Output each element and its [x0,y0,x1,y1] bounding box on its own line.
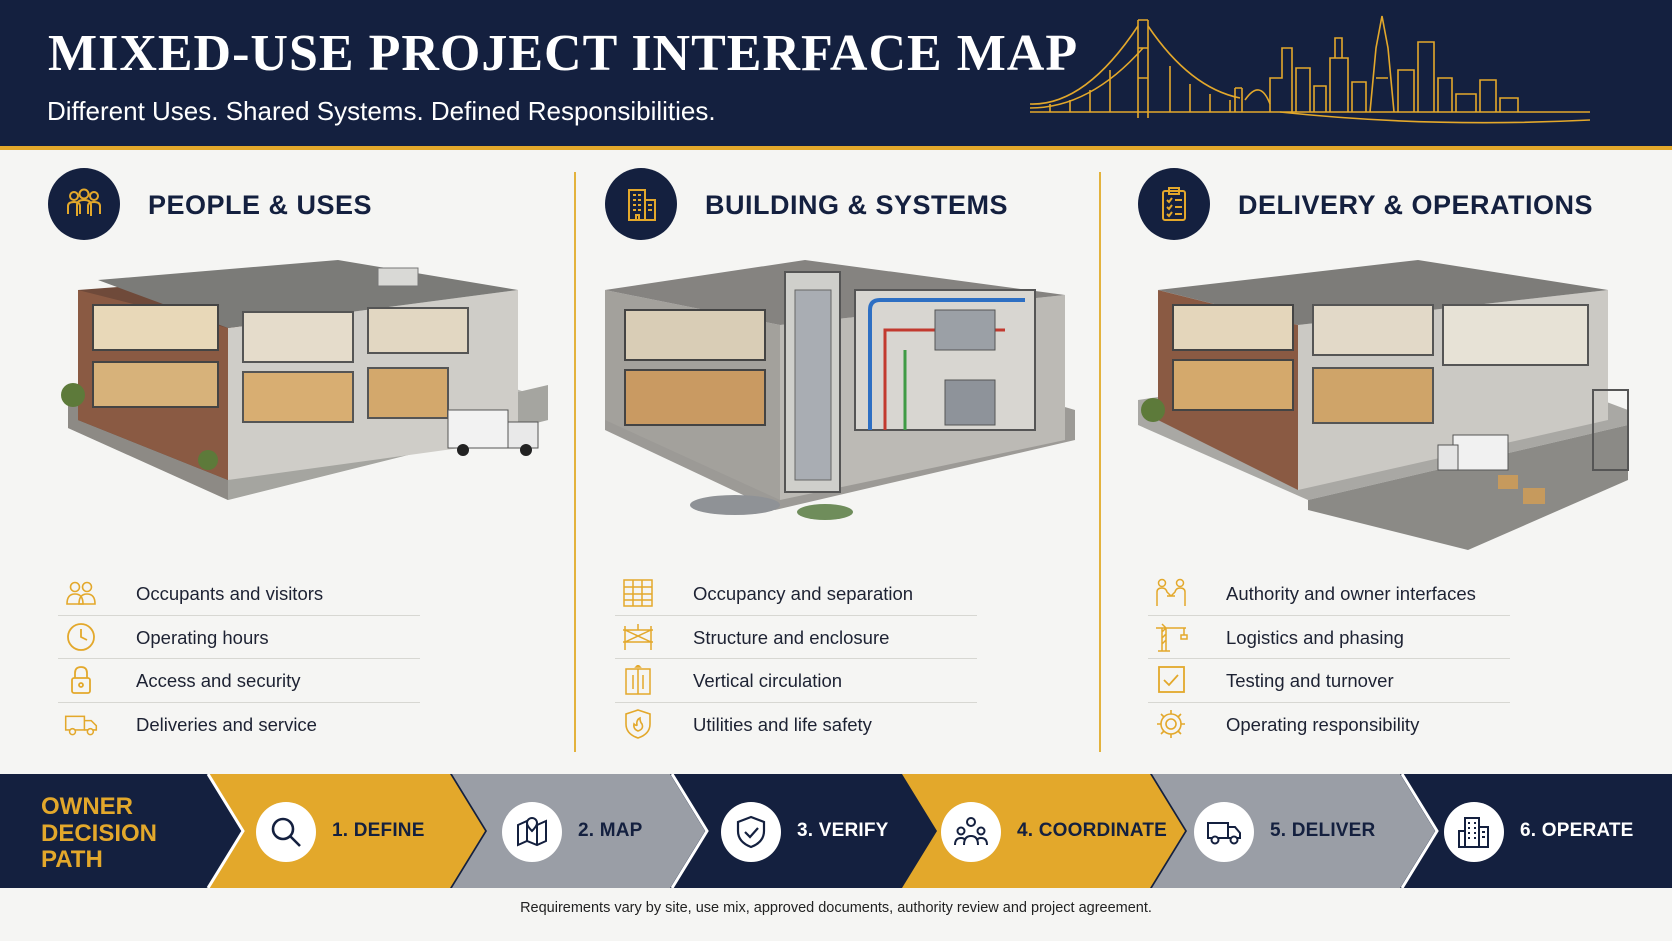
step-icon-circle [502,802,562,862]
list-item: Logistics and phasing [1148,616,1510,659]
truck-icon [1207,822,1241,845]
list-item-label: Vertical circulation [693,670,843,691]
clipboard-checklist-icon [1138,168,1210,240]
step-chevron [452,774,705,888]
column-header: DELIVERY & OPERATIONS [1138,168,1658,240]
step-label: 2. MAP [578,820,643,841]
list-item-label: Operating responsibility [1226,713,1420,735]
footer-disclaimer: Requirements vary by site, use mix, appr… [520,900,1152,916]
building-icon [1458,817,1489,848]
list-item-label: Deliveries and service [136,713,317,735]
step-label: 4. COORDINATE [1017,820,1168,841]
list-item-label: Operating hours [136,626,269,648]
grid-plan-icon [623,579,653,607]
building-icon [605,168,677,240]
column-building-systems: BUILDING & SYSTEMS Occupancy and separat… [605,150,1115,770]
list-item: Access and security [58,659,420,703]
column-people-uses: PEOPLE & USES Occupants and vi [48,150,568,770]
list-item-label: Occupancy and separation [693,583,914,604]
crane-icon [1156,622,1188,652]
step-icon-circle [721,802,781,862]
column-title: DELIVERY & OPERATIONS [1238,190,1594,220]
people-group-icon [48,168,120,240]
column-title: PEOPLE & USES [148,190,373,220]
list-item-label: Utilities and life safety [693,713,872,735]
handshake-people-icon [1156,578,1186,606]
owner-decision-path-label: OWNER DECISION PATH [41,793,158,873]
page-subtitle: Different Uses. Shared Systems. Defined … [47,96,716,126]
step-label: 5. DELIVER [1270,820,1376,841]
list-item: Occupancy and separation [615,572,977,616]
header-banner: MIXED-USE PROJECT INTERFACE MAP Differen… [0,0,1672,150]
list-item: Testing and turnover [1148,659,1510,703]
item-list: Occupants and visitors Operating hours A… [58,572,420,746]
step-icon-circle [256,802,316,862]
truck-icon [64,715,98,735]
step-chevron [672,774,935,888]
list-item: Utilities and life safety [615,703,977,747]
list-item-label: Structure and enclosure [693,626,890,648]
step-icon-circle [941,802,1001,862]
list-item: Vertical circulation [615,659,977,703]
list-item-label: Access and security [136,670,301,691]
structure-frame-icon [623,623,653,650]
column-divider [574,172,576,752]
list-item-label: Authority and owner interfaces [1226,583,1476,604]
team-icon [954,817,988,846]
step-label: 3. VERIFY [797,820,889,841]
item-list: Occupancy and separation Structure and e… [615,572,977,746]
column-header: BUILDING & SYSTEMS [605,168,1125,240]
list-item: Operating hours [58,616,420,659]
gear-icon [1157,709,1185,738]
list-item: Deliveries and service [58,703,420,747]
list-item-label: Logistics and phasing [1226,626,1404,648]
page-title: MIXED-USE PROJECT INTERFACE MAP [48,25,1079,82]
step-label: 1. DEFINE [332,820,425,841]
shield-check-icon [736,815,766,849]
list-item: Occupants and visitors [58,572,420,616]
column-divider [1099,172,1101,752]
item-list: Authority and owner interfaces Logistics… [1148,572,1510,746]
column-delivery-operations: DELIVERY & OPERATIONS Authority and owne… [1138,150,1658,770]
list-item-label: Testing and turnover [1226,670,1394,691]
magnifier-icon [271,817,301,847]
elevator-icon [625,665,651,695]
checkbox-icon [1158,666,1185,693]
mixed-use-building-illustration [61,260,548,500]
delivery-operations-illustration [1138,260,1629,550]
city-skyline-bridge-icon [1030,15,1591,124]
people-icon [66,581,96,605]
column-header: PEOPLE & USES [48,168,568,240]
step-icon-circle [1194,802,1254,862]
step-icon-circle [1444,802,1504,862]
clock-icon [67,622,95,651]
list-item: Structure and enclosure [615,616,977,659]
step-label: 6. OPERATE [1520,820,1634,841]
list-item-label: Occupants and visitors [136,583,324,604]
lock-icon [71,666,91,694]
map-pin-icon [517,817,547,847]
column-title: BUILDING & SYSTEMS [705,190,1009,220]
building-systems-illustration [605,260,1075,520]
list-item: Authority and owner interfaces [1148,572,1510,616]
list-item: Operating responsibility [1148,703,1510,747]
fire-shield-icon [625,708,651,739]
